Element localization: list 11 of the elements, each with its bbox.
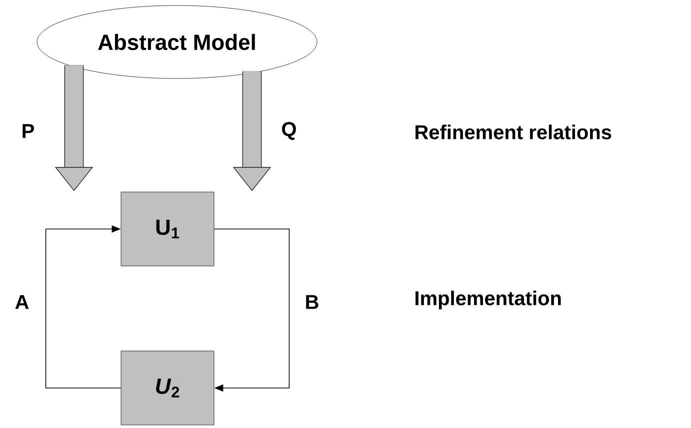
edge-label: A (14, 294, 30, 310)
edge-label: B (304, 294, 320, 310)
process-box: U$_{2}$ (120, 350, 214, 426)
edge-label: P (20, 123, 36, 139)
edge-label: Q (280, 121, 298, 141)
arrow (45, 225, 122, 388)
label-text: Refinement relations (416, 124, 612, 140)
arrow (214, 228, 290, 392)
ellipse-node: Abstract Model (36, 5, 318, 79)
process-box: U$_{1}$ (120, 192, 214, 266)
label-text: Implementation (416, 290, 561, 310)
